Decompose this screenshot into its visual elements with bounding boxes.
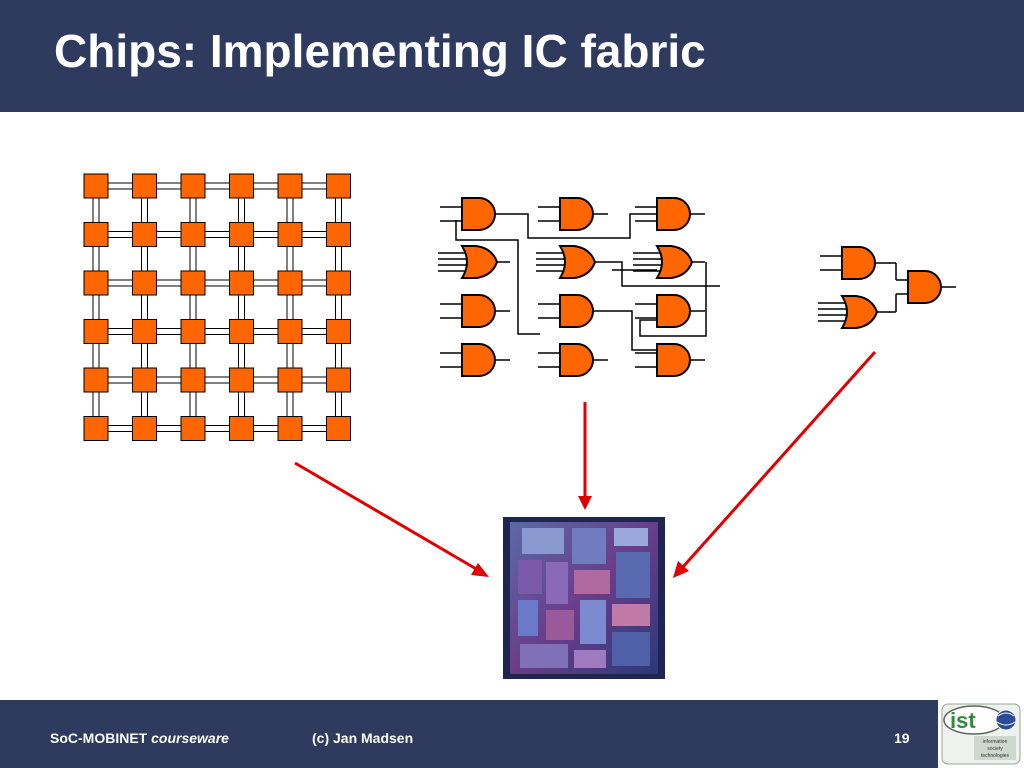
or-gate xyxy=(840,295,879,329)
logo-tagline-1: information xyxy=(983,739,1008,745)
interconnect-wire xyxy=(608,261,720,287)
footer-course-name: SoC-MOBINET xyxy=(50,730,148,746)
interconnect-wire xyxy=(455,220,540,335)
logic-block xyxy=(277,319,303,344)
header-bar xyxy=(0,0,1024,112)
logic-block xyxy=(277,270,303,296)
arrow-circuit-to-chip xyxy=(673,351,877,578)
and-gate xyxy=(559,343,594,377)
footer-author: (c) Jan Madsen xyxy=(312,730,414,746)
logic-gates-icon xyxy=(438,197,720,377)
gate-circuit-icon xyxy=(818,246,956,329)
logic-block xyxy=(180,416,206,441)
logic-block xyxy=(180,173,206,199)
logo-wordmark: ist xyxy=(950,708,976,733)
logic-block xyxy=(229,270,254,296)
logic-block xyxy=(229,173,254,199)
and-gate xyxy=(656,343,691,377)
logic-block xyxy=(83,319,109,344)
and-gate xyxy=(461,197,496,231)
or-gate xyxy=(460,245,499,279)
logic-block xyxy=(326,270,351,296)
and-gate xyxy=(656,294,691,328)
footer-course-emphasis: courseware xyxy=(151,730,229,746)
ist-logo: ist information society technologies xyxy=(938,700,1024,768)
and-gate xyxy=(461,294,496,328)
logic-block xyxy=(277,367,303,393)
and-gate xyxy=(656,197,691,231)
logic-block xyxy=(180,222,206,247)
logic-block xyxy=(277,416,303,441)
logic-block xyxy=(277,222,303,247)
logo-tagline-3: technologies xyxy=(981,753,1010,759)
logic-block xyxy=(180,319,206,344)
logic-block xyxy=(326,367,351,393)
slide-title: Chips: Implementing IC fabric xyxy=(54,25,706,77)
logo-tagline-2: society xyxy=(987,746,1003,752)
logic-block xyxy=(83,270,109,296)
logic-block xyxy=(83,367,109,393)
chip-die-icon xyxy=(503,517,665,679)
logic-block xyxy=(326,173,351,199)
and-gate xyxy=(461,343,496,377)
logic-block xyxy=(326,222,351,247)
logic-block xyxy=(83,173,109,199)
logic-block xyxy=(132,367,157,393)
logic-block xyxy=(180,367,206,393)
logic-block xyxy=(277,173,303,199)
logic-block xyxy=(132,173,157,199)
logic-block xyxy=(132,222,157,247)
logic-block xyxy=(229,416,254,441)
and-gate xyxy=(907,270,942,304)
logic-block xyxy=(229,319,254,344)
fpga-grid-icon xyxy=(83,173,351,441)
logic-block xyxy=(83,222,109,247)
or-gate xyxy=(558,245,597,279)
or-gate xyxy=(655,245,694,279)
footer-course: SoC-MOBINET courseware xyxy=(50,730,229,746)
arrow-gates-to-chip xyxy=(578,402,592,510)
logic-block xyxy=(132,270,157,296)
logic-block xyxy=(132,319,157,344)
logic-block xyxy=(326,319,351,344)
and-gate xyxy=(559,294,594,328)
interconnect-wire xyxy=(608,310,657,351)
footer-bar xyxy=(0,700,938,768)
logic-block xyxy=(132,416,157,441)
interconnect-wire xyxy=(639,262,707,337)
interconnect-wire xyxy=(510,213,657,239)
logic-block xyxy=(326,416,351,441)
logic-block xyxy=(229,367,254,393)
ic-fabric-diagram xyxy=(83,173,956,679)
logic-block xyxy=(180,270,206,296)
arrow-grid-to-chip xyxy=(294,461,489,577)
page-number: 19 xyxy=(894,730,910,746)
and-gate xyxy=(841,246,876,280)
and-gate xyxy=(559,197,594,231)
logic-block xyxy=(229,222,254,247)
logic-block xyxy=(83,416,109,441)
